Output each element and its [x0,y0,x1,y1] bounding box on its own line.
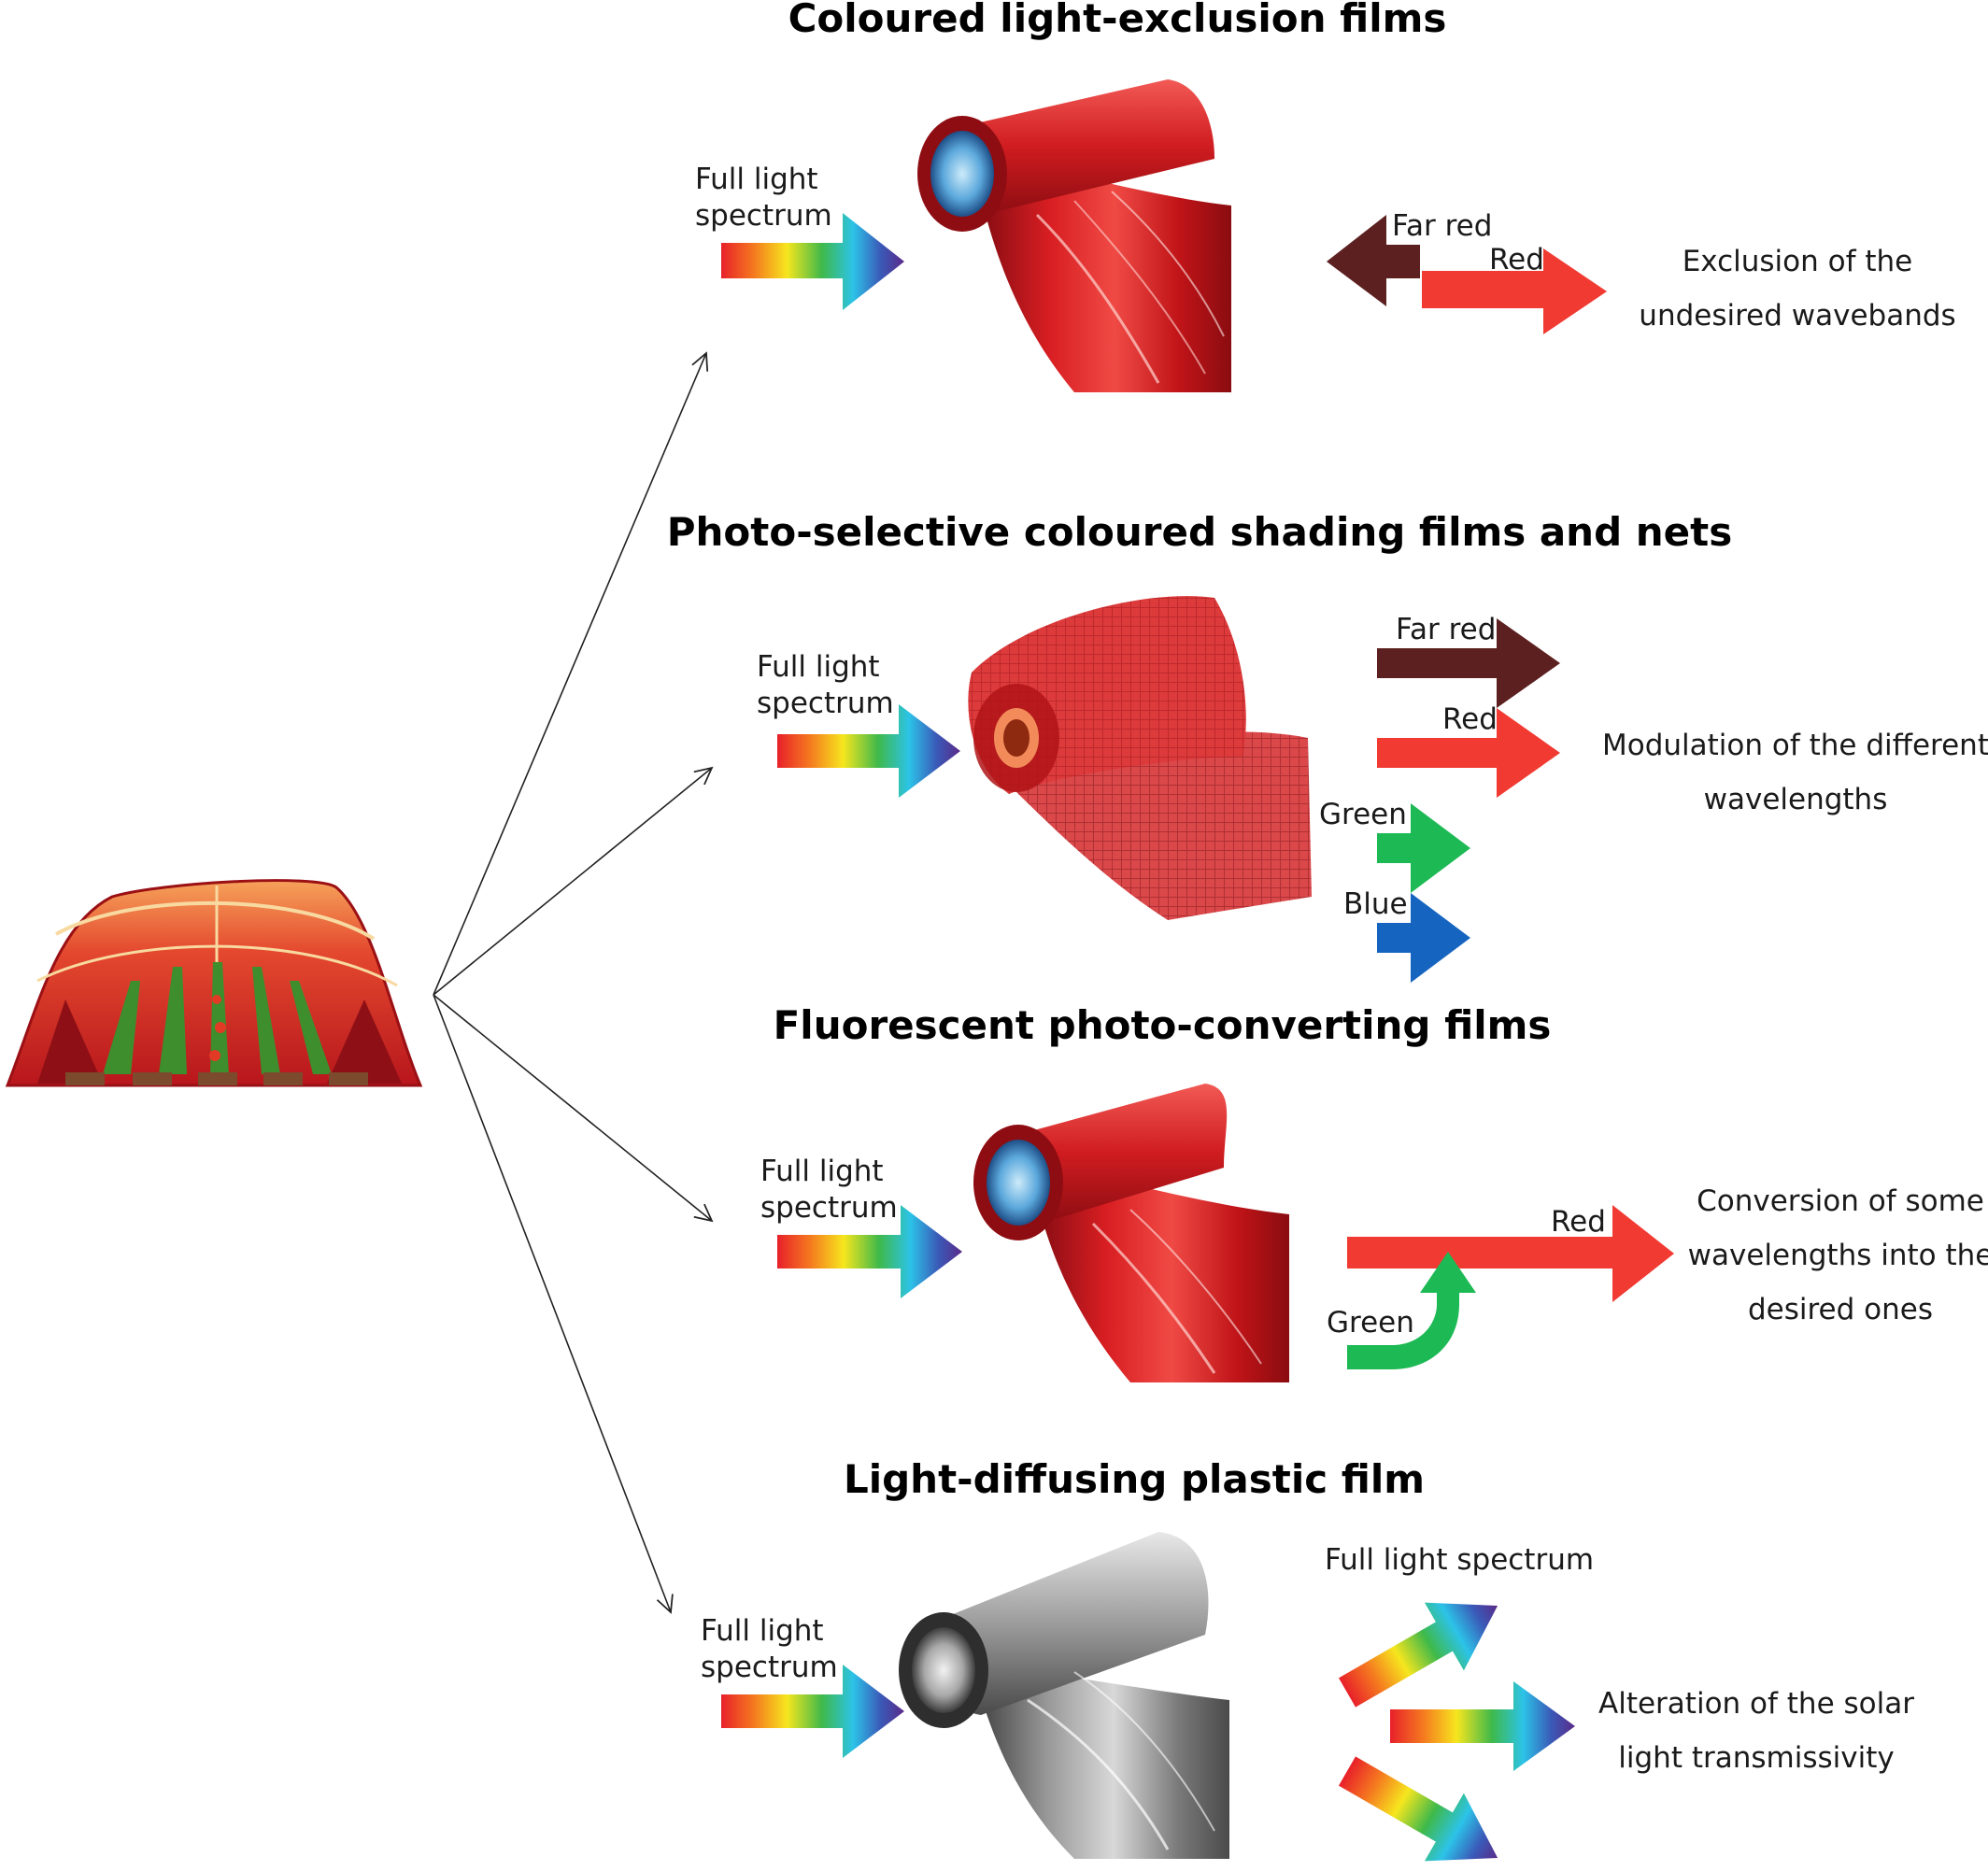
section-title: Coloured light-exclusion films [788,0,1447,41]
connector-arrow [433,351,709,996]
input-label: Full light [760,1155,884,1188]
section-title: Fluorescent photo-converting films [774,1002,1552,1048]
red-film-roll-icon [917,79,1231,392]
input-label: spectrum [701,1651,838,1684]
section-description: Exclusion of the [1683,245,1913,278]
connector-arrow [433,994,674,1614]
green-label: Green [1319,798,1407,831]
red-label: Red [1442,702,1498,736]
red-converted-arrow [1347,1205,1674,1302]
blue-label: Blue [1343,887,1408,921]
section-description: Conversion of some [1697,1184,1984,1218]
far-red-transmitted-arrow [1377,618,1560,708]
silver-film-roll-icon [899,1532,1229,1859]
section-shading-films-nets: Photo-selective coloured shading films a… [667,509,1988,983]
section-description: wavelengths [1704,783,1888,816]
connector-arrow [433,766,714,996]
section-title: Photo-selective coloured shading films a… [667,509,1733,555]
input-label: Full light [701,1614,824,1648]
section-description: Modulation of the different [1602,729,1988,762]
input-label: Full light [757,650,880,684]
red-transmitted-arrow [1377,708,1560,798]
full-spectrum-arrow [777,1205,962,1298]
input-label: spectrum [695,199,832,233]
input-label: spectrum [757,687,894,720]
section-description: wavelengths into the [1688,1239,1988,1272]
full-spectrum-label: Full light spectrum [1325,1543,1594,1577]
blue-transmitted-arrow [1377,893,1470,983]
section-description: Alteration of the solar [1598,1687,1914,1721]
far-red-label: Far red [1396,613,1496,646]
connector-arrow [433,994,714,1223]
input-label: Full light [695,163,818,196]
section-exclusion-films: Coloured light-exclusion films Full ligh… [695,0,1956,392]
section-description: desired ones [1748,1293,1933,1326]
red-film-roll-icon [973,1084,1289,1382]
far-red-reflected-arrow [1327,215,1420,306]
green-transmitted-arrow [1377,803,1470,893]
far-red-label: Far red [1392,209,1492,243]
green-label: Green [1327,1306,1414,1339]
diffused-arrow-straight [1390,1681,1575,1771]
diffused-arrow-down [1339,1756,1498,1862]
full-spectrum-arrow [721,213,904,310]
green-converting-arrow [1347,1252,1476,1369]
section-diffusing-film: Light-diffusing plastic film Full light … [701,1456,1914,1862]
section-description: light transmissivity [1618,1741,1894,1775]
full-spectrum-arrow [777,704,960,798]
red-label: Red [1489,243,1544,276]
section-photo-converting-films: Fluorescent photo-converting films Full … [760,1002,1988,1382]
red-net-roll-icon [968,596,1312,920]
greenhouse-icon [5,879,423,1087]
section-title: Light-diffusing plastic film [844,1456,1425,1502]
red-transmitted-arrow [1422,248,1607,334]
diffused-arrow-up [1339,1602,1498,1708]
input-label: spectrum [760,1191,898,1225]
branch-connectors [433,351,714,1614]
red-label: Red [1551,1205,1606,1239]
full-spectrum-arrow [721,1665,904,1758]
section-description: undesired wavebands [1639,299,1955,333]
